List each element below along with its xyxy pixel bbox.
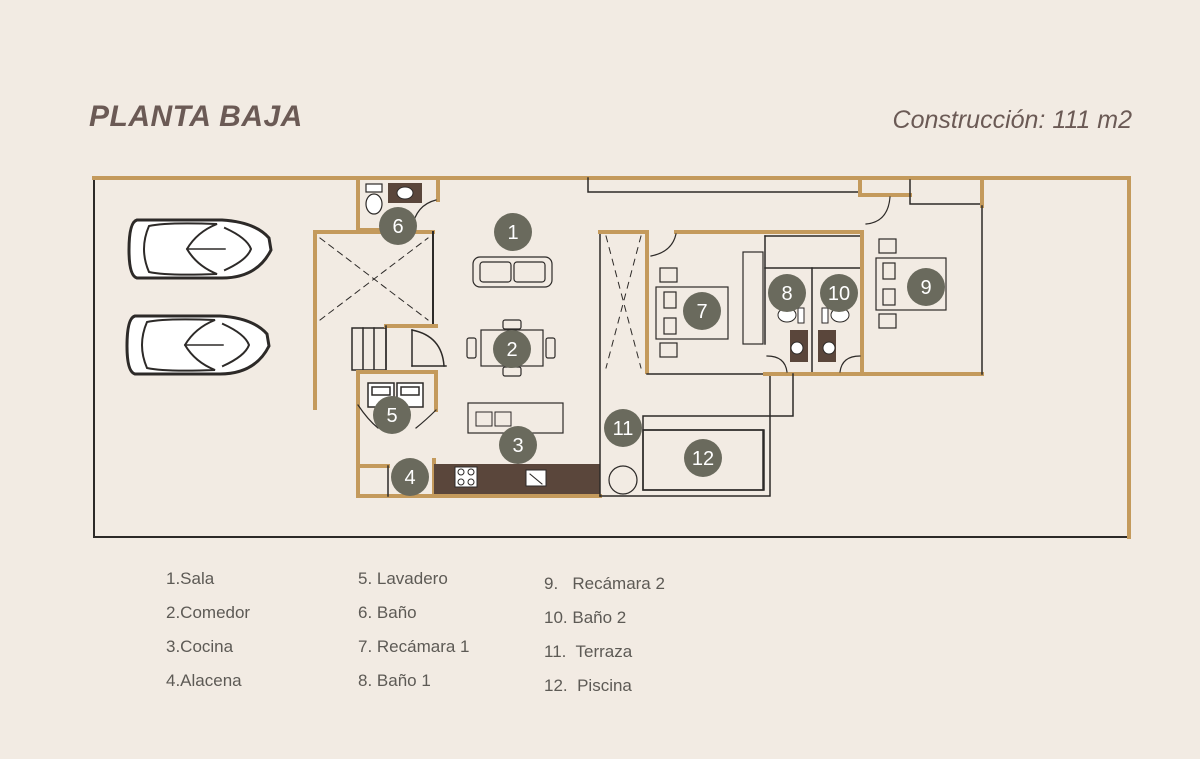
lot-outline <box>93 177 1130 538</box>
legend-item-piscina: 12. Piscina <box>544 676 632 695</box>
svg-text:6: 6 <box>392 216 403 238</box>
room-marker-3: 3 <box>499 426 537 464</box>
svg-text:2: 2 <box>506 339 517 361</box>
svg-text:3: 3 <box>512 435 523 457</box>
svg-text:8: 8 <box>781 283 792 305</box>
stove-icon <box>454 466 478 488</box>
room-marker-10: 10 <box>820 274 858 312</box>
terrace-planter <box>608 465 638 495</box>
legend-item-bano-2: 10. Baño 2 <box>544 608 627 627</box>
room-marker-7: 7 <box>683 292 721 330</box>
sofa-icon <box>472 256 553 288</box>
room-marker-5: 5 <box>373 396 411 434</box>
legend-item-lavadero: 5. Lavadero <box>358 569 448 588</box>
room-marker-4: 4 <box>391 458 429 496</box>
legend-item-bano-1: 8. Baño 1 <box>358 671 431 690</box>
room-markers: 1 2 3 4 5 6 7 8 <box>373 207 945 496</box>
legend-item-bano: 6. Baño <box>358 603 417 622</box>
legend-item-alacena: 4.Alacena <box>166 671 242 690</box>
room-marker-12: 12 <box>684 439 722 477</box>
svg-text:11: 11 <box>613 418 634 440</box>
svg-text:12: 12 <box>692 448 714 470</box>
construction-area: Construcción: 111 m2 <box>892 106 1132 134</box>
room-marker-1: 1 <box>494 213 532 251</box>
legend-item-terraza: 11. Terraza <box>544 642 633 661</box>
svg-text:4: 4 <box>404 467 415 489</box>
kitchen-sink-icon <box>525 469 547 487</box>
legend-item-sala: 1.Sala <box>166 569 215 588</box>
legend-item-recamara-1: 7. Recámara 1 <box>358 637 470 656</box>
bed-icon <box>875 238 947 329</box>
svg-text:7: 7 <box>696 301 707 323</box>
svg-text:5: 5 <box>386 405 397 427</box>
bedroom-2-walls <box>858 176 912 197</box>
legend-column-2: 5. Lavadero 6. Baño 7. Recámara 1 8. Bañ… <box>358 569 470 705</box>
bed-icon <box>655 267 729 358</box>
laundry-walls <box>356 370 438 498</box>
legend-item-comedor: 2.Comedor <box>166 603 251 622</box>
pool <box>642 429 764 491</box>
toilet-icon <box>365 183 383 215</box>
car-icon <box>125 314 271 376</box>
stairs <box>351 327 387 371</box>
car-icon <box>127 218 273 280</box>
svg-text:9: 9 <box>920 277 931 299</box>
void-right <box>598 230 649 374</box>
bathroom-6-walls <box>356 176 382 232</box>
room-marker-6: 6 <box>379 207 417 245</box>
page-title: PLANTA BAJA <box>89 100 303 133</box>
wardrobe <box>742 251 764 345</box>
legend-column-3: 9. Recámara 2 10. Baño 2 11. Terraza 12.… <box>544 574 665 710</box>
svg-text:1: 1 <box>507 222 518 244</box>
room-marker-11: 11 <box>604 409 642 447</box>
room-marker-2: 2 <box>493 330 531 368</box>
legend-item-cocina: 3.Cocina <box>166 637 234 656</box>
legend-item-recamara-2: 9. Recámara 2 <box>544 574 665 593</box>
room-marker-8: 8 <box>768 274 806 312</box>
room-marker-9: 9 <box>907 268 945 306</box>
stair-void <box>313 230 435 410</box>
svg-text:10: 10 <box>828 283 850 305</box>
legend-column-1: 1.Sala 2.Comedor 3.Cocina 4.Alacena <box>166 569 250 705</box>
